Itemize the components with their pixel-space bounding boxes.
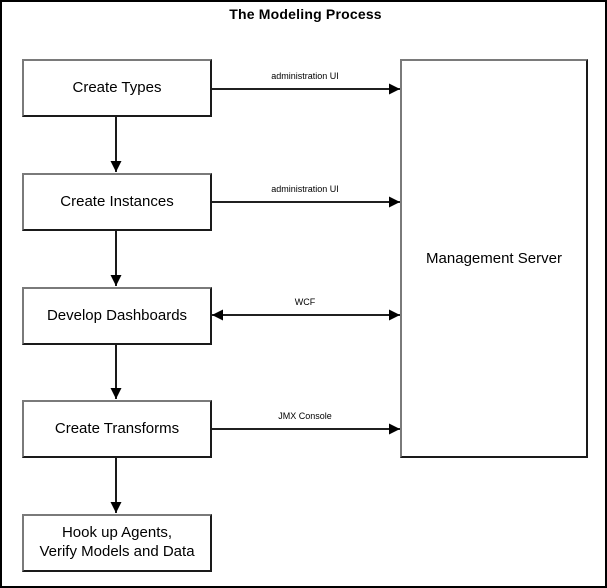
process-box-label: Develop Dashboards: [46, 306, 188, 324]
edge-label-wcf: WCF: [294, 297, 316, 307]
process-box-label: Create Transforms: [54, 419, 180, 437]
process-box-create-instances[interactable]: Create Instances: [22, 173, 212, 231]
page-title: The Modeling Process: [229, 6, 382, 22]
process-box-label: Create Instances: [60, 192, 174, 210]
process-box-develop-dashboards[interactable]: Develop Dashboards: [22, 287, 212, 345]
management-server-label: Management Server: [426, 250, 562, 267]
process-box-label: Create Types: [72, 78, 162, 96]
process-box-label: Hook up Agents, Verify Models and Data: [39, 524, 195, 560]
edge-label-administration-ui-1: administration UI: [271, 71, 339, 81]
process-box-create-transforms[interactable]: Create Transforms: [22, 400, 212, 458]
process-box-hook-up-agents[interactable]: Hook up Agents, Verify Models and Data: [22, 514, 212, 572]
edge-label-administration-ui-2: administration UI: [271, 184, 339, 194]
edge-label-jmx-console: JMX Console: [278, 411, 332, 421]
management-server-box[interactable]: Management Server: [400, 59, 588, 458]
process-box-create-types[interactable]: Create Types: [22, 59, 212, 117]
